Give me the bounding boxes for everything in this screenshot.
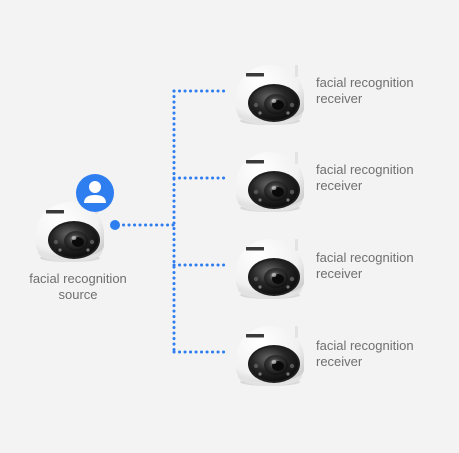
receiver-label-1-line2: receiver [316,91,363,106]
receiver-label-3: facial recognition receiver [316,250,456,282]
source-label-line1: facial recognition [29,271,127,286]
receiver-camera-2 [236,152,304,212]
receiver-label-1: facial recognition receiver [316,75,456,107]
receiver-label-2-line2: receiver [316,178,363,193]
receiver-label-3-line2: receiver [316,266,363,281]
source-label: facial recognition source [18,271,138,303]
receiver-label-2-line1: facial recognition [316,162,414,177]
connector-lines [116,89,228,354]
source-label-line2: source [58,287,98,302]
receiver-camera-3 [236,239,304,299]
receiver-camera-4 [236,326,304,386]
receiver-camera-1 [236,65,304,125]
source-connector-dot [110,220,120,230]
receiver-label-4-line1: facial recognition [316,338,414,353]
receiver-label-4-line2: receiver [316,354,363,369]
person-icon [76,174,114,212]
receiver-label-2: facial recognition receiver [316,162,456,194]
receiver-label-1-line1: facial recognition [316,75,414,90]
receiver-label-3-line1: facial recognition [316,250,414,265]
receiver-label-4: facial recognition receiver [316,338,456,370]
